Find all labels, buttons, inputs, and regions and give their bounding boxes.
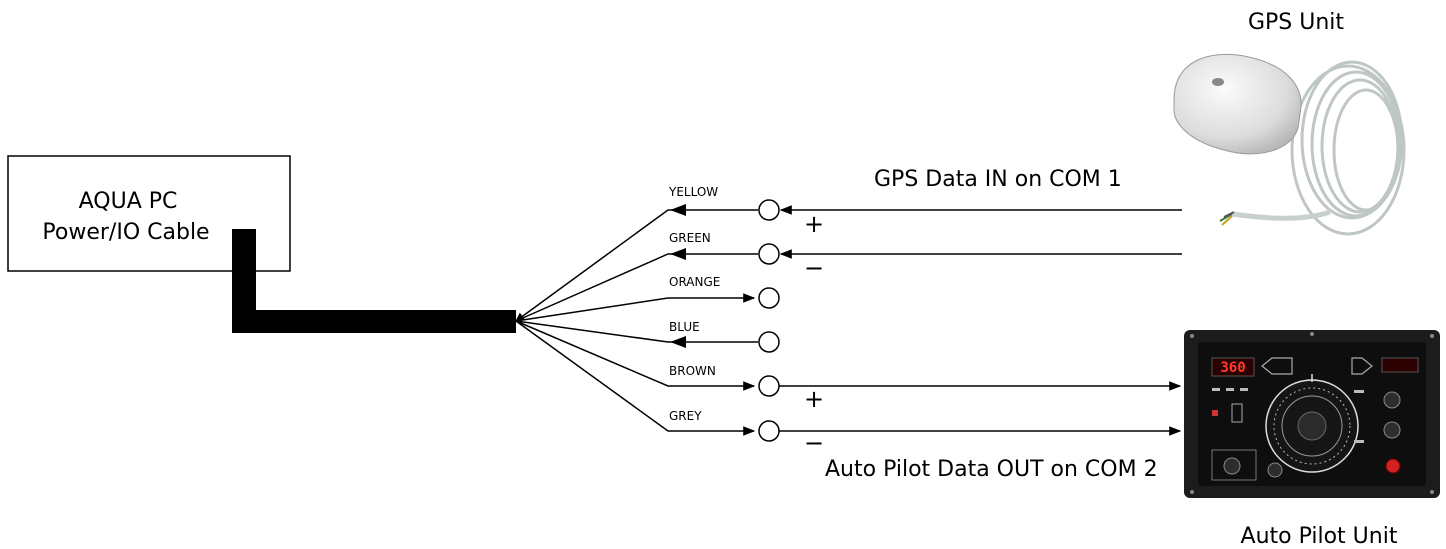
wire-label-grey: GREY bbox=[669, 409, 702, 423]
wire-blue bbox=[515, 320, 758, 343]
autopilot-unit-title: Auto Pilot Unit bbox=[1241, 524, 1398, 549]
arrowhead-green bbox=[670, 248, 686, 260]
gps-unit-title: GPS Unit bbox=[1248, 10, 1344, 35]
wire-brown bbox=[515, 320, 756, 391]
gps-cable-coil bbox=[1290, 60, 1406, 236]
wire-labels: YELLOW GREEN ORANGE BLUE BROWN GREY bbox=[668, 185, 720, 423]
autopilot-lines bbox=[779, 381, 1182, 436]
wire-arrowheads bbox=[670, 204, 686, 348]
wire-fanout bbox=[515, 209, 758, 436]
ap-right-arrow bbox=[1351, 357, 1373, 375]
wire-label-green: GREEN bbox=[669, 231, 711, 245]
gps-data-label: GPS Data IN on COM 1 bbox=[874, 167, 1122, 192]
ap-left-display bbox=[1211, 357, 1255, 377]
terminal-grey bbox=[758, 420, 780, 442]
wire-yellow bbox=[515, 209, 758, 322]
terminal-yellow bbox=[758, 199, 780, 221]
gps-dome bbox=[1173, 53, 1302, 155]
ap-display-value: 360 bbox=[1220, 360, 1245, 376]
ap-knob-3 bbox=[1267, 462, 1283, 478]
gps-lines bbox=[779, 205, 1182, 259]
box-title-line1: AQUA PC bbox=[79, 189, 178, 214]
gps-plus-sign: + bbox=[804, 210, 824, 238]
terminal-blue bbox=[758, 331, 780, 353]
ap-left-panel bbox=[1211, 449, 1257, 481]
gps-cable-wires bbox=[1219, 211, 1235, 226]
gps-unit-image bbox=[1173, 53, 1406, 236]
wire-grey bbox=[515, 320, 756, 436]
terminal-brown bbox=[758, 375, 780, 397]
terminals bbox=[758, 199, 780, 442]
wire-label-blue: BLUE bbox=[669, 320, 700, 334]
ap-knob-4 bbox=[1223, 457, 1241, 475]
gps-minus-sign: − bbox=[804, 254, 824, 282]
arrowhead-blue bbox=[670, 336, 686, 348]
ap-left-arrow bbox=[1261, 357, 1293, 375]
box-title-line2: Power/IO Cable bbox=[42, 220, 209, 245]
gps-cable-lead bbox=[1231, 209, 1331, 221]
wire-label-brown: BROWN bbox=[669, 364, 716, 378]
ap-minus-sign: − bbox=[804, 429, 824, 457]
wire-label-yellow: YELLOW bbox=[668, 185, 718, 199]
terminal-green bbox=[758, 243, 780, 265]
ap-right-display bbox=[1381, 357, 1419, 373]
wire-label-orange: ORANGE bbox=[669, 275, 720, 289]
ap-knob-2 bbox=[1383, 421, 1401, 439]
ap-knob-1 bbox=[1383, 391, 1401, 409]
gps-dome-hole bbox=[1212, 78, 1224, 86]
wire-orange bbox=[515, 293, 756, 322]
aqua-pc-box: AQUA PC Power/IO Cable bbox=[7, 155, 291, 272]
terminal-orange bbox=[758, 287, 780, 309]
wire-green bbox=[515, 253, 758, 322]
ap-center-knob bbox=[1297, 411, 1327, 441]
main-cable bbox=[232, 229, 516, 333]
ap-plus-sign: + bbox=[804, 385, 824, 413]
autopilot-unit-image: 360 bbox=[1184, 330, 1440, 498]
ap-data-label: Auto Pilot Data OUT on COM 2 bbox=[825, 457, 1158, 482]
ap-red-knob bbox=[1385, 458, 1401, 474]
arrowhead-yellow bbox=[670, 204, 686, 216]
